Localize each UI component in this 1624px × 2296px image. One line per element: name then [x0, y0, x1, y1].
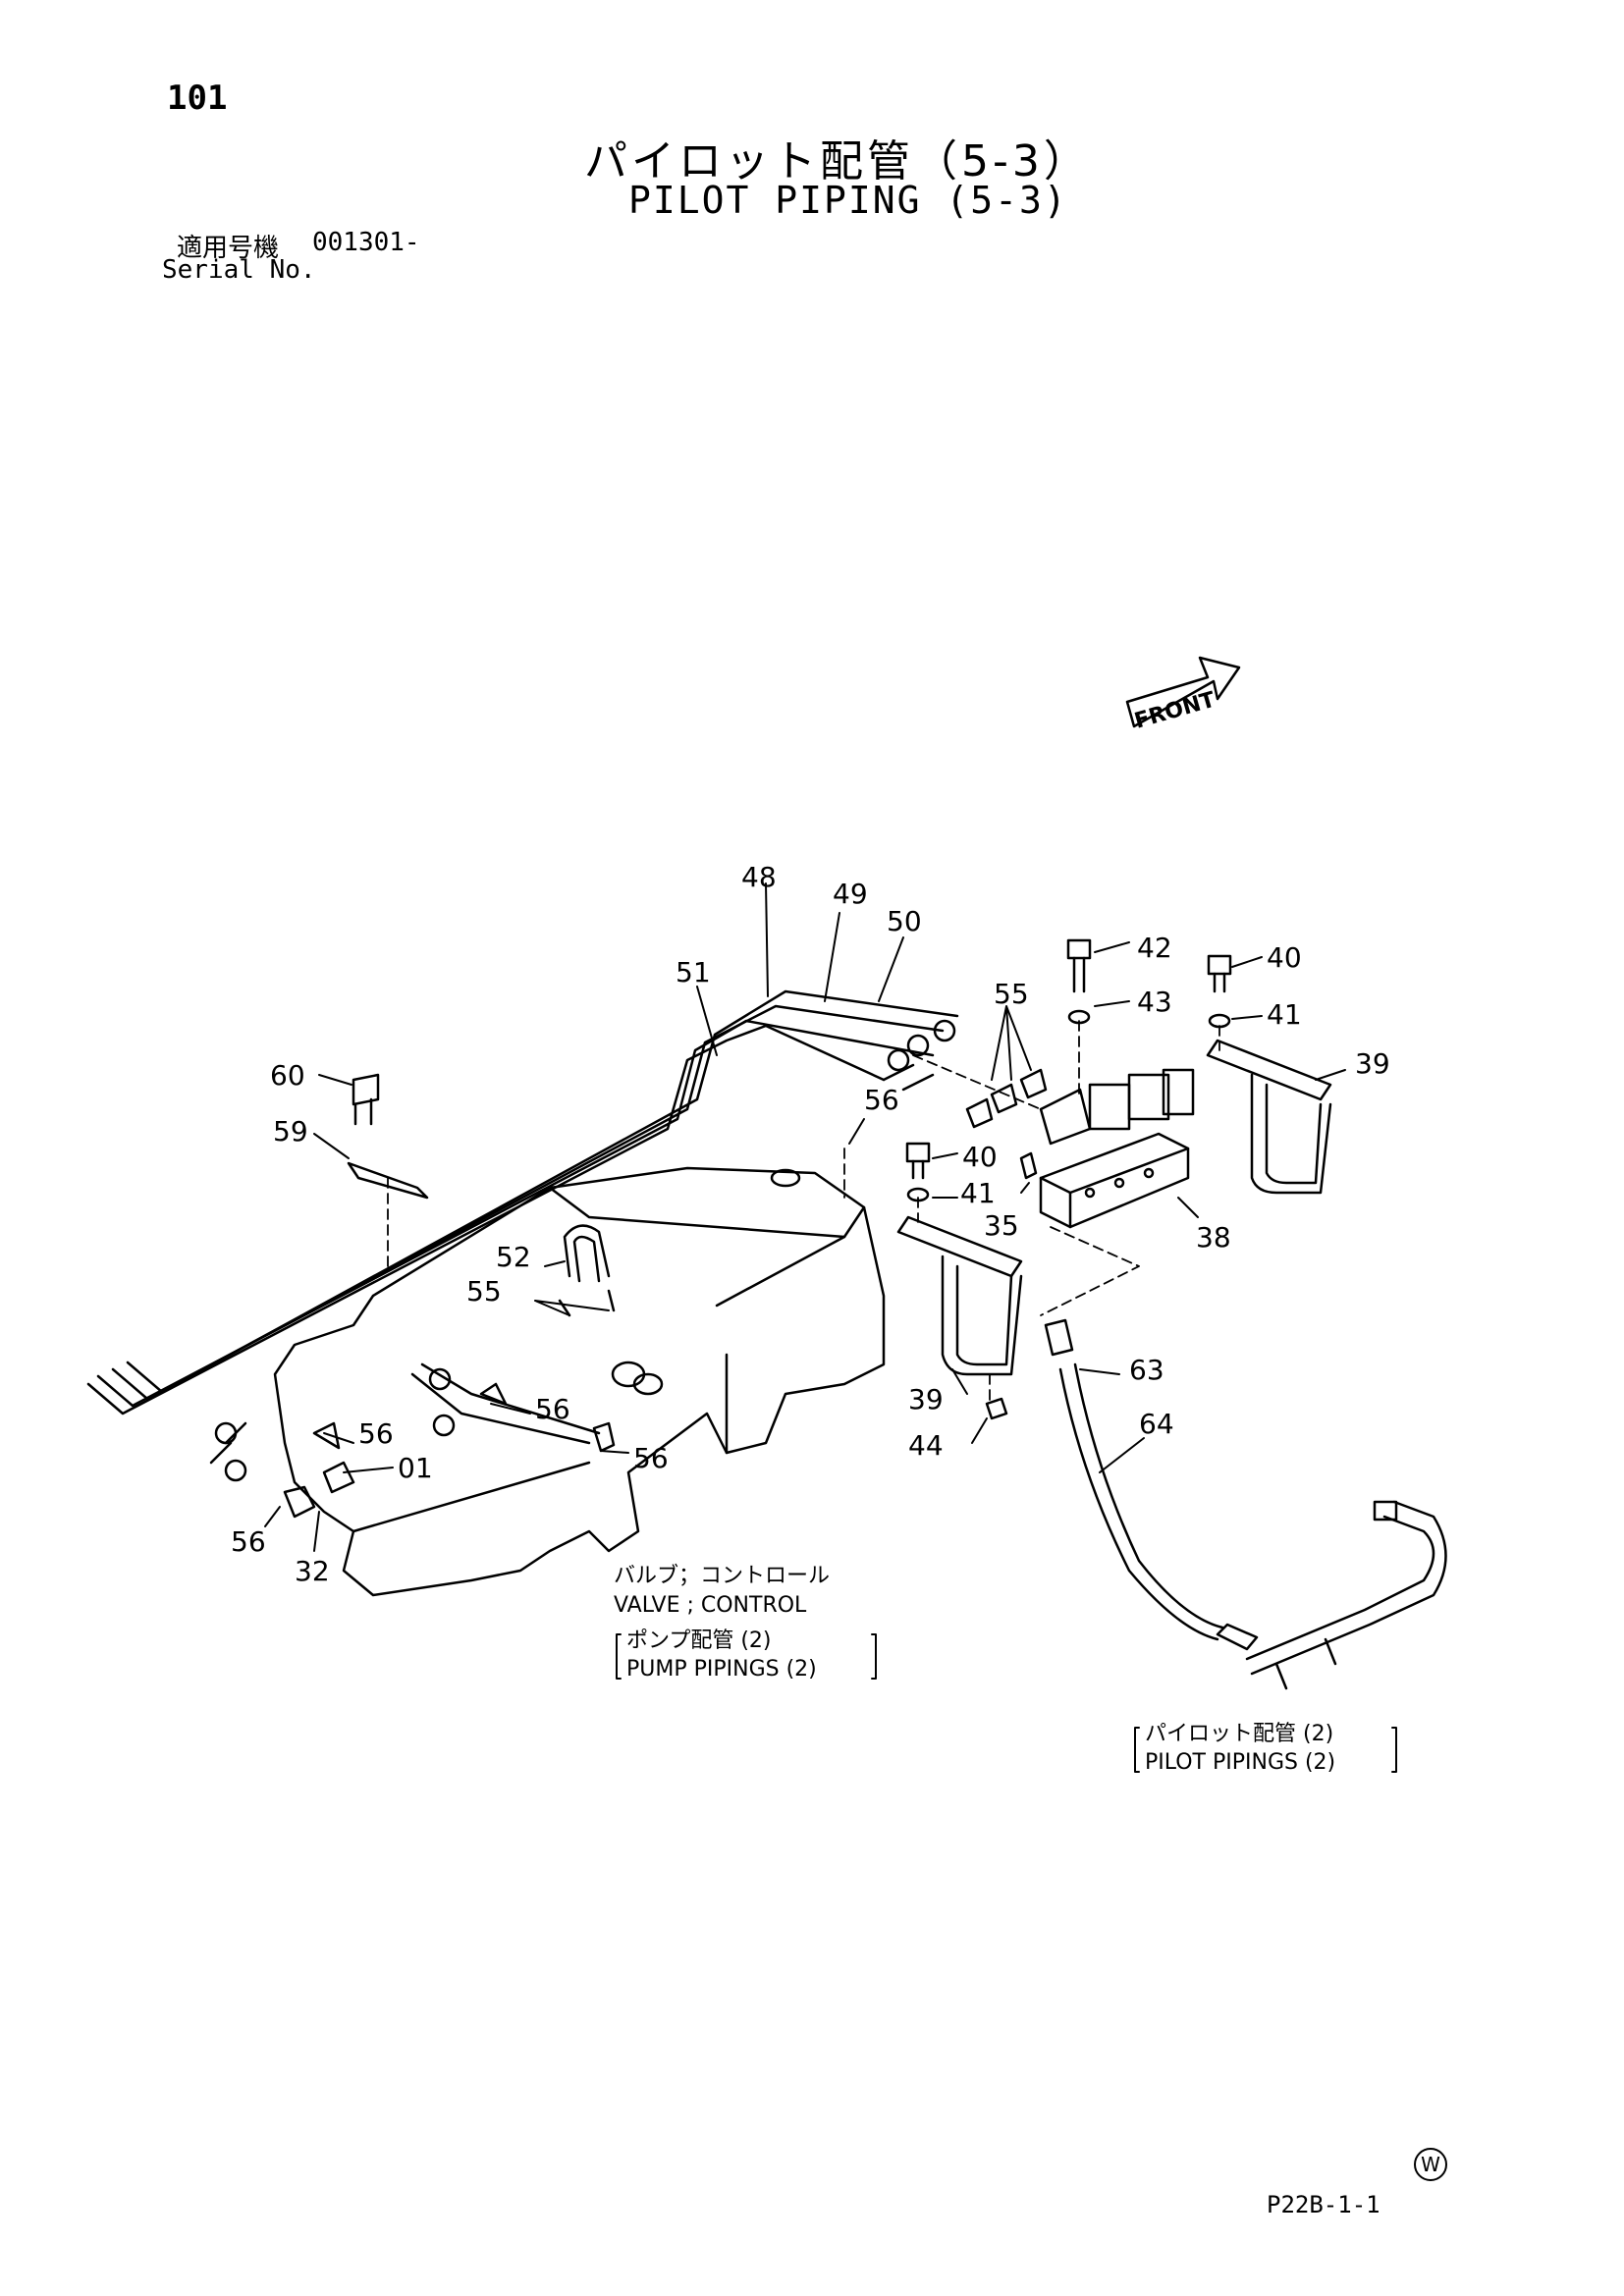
front-label: FRONT [1132, 688, 1218, 734]
callout-52: 52 [496, 1241, 531, 1273]
callout-56-a: 56 [358, 1417, 394, 1450]
note-pilot-jp: パイロット配管 (2) [1145, 1722, 1333, 1746]
note-valve-en: VALVE ; CONTROL [614, 1593, 807, 1618]
page-title-jp: パイロット配管（5-3） [584, 136, 1091, 187]
callout-41-right: 41 [1267, 998, 1302, 1031]
fittings-55 [882, 1019, 1048, 1129]
callout-56-top: 56 [864, 1084, 899, 1116]
callout-56-c: 56 [633, 1442, 669, 1474]
guide-lines [387, 1020, 1220, 1405]
left-fittings [214, 1289, 616, 1519]
page-code: P22B-1-1 [1267, 2191, 1380, 2218]
callout-01: 01 [398, 1452, 433, 1484]
notes: バルブ；コントロール VALVE ; CONTROL ポンプ配管 (2) PUM… [614, 1564, 1335, 1775]
callout-63: 63 [1129, 1354, 1164, 1386]
callout-labels: 48 49 50 51 55 42 40 43 41 39 60 56 59 4… [231, 861, 1390, 1587]
callout-42: 42 [1137, 932, 1172, 964]
note-brackets [616, 1633, 1397, 1773]
w-mark-icon: W [1414, 2148, 1447, 2181]
callout-51: 51 [676, 956, 711, 988]
callout-50: 50 [887, 905, 922, 937]
callout-55-left: 55 [466, 1275, 502, 1308]
note-valve-jp: バルブ；コントロール [614, 1564, 830, 1588]
callout-39-right: 39 [1355, 1047, 1390, 1080]
callout-64: 64 [1139, 1408, 1174, 1440]
callout-32: 32 [295, 1555, 330, 1587]
callout-39-left: 39 [908, 1383, 944, 1415]
leader-lines [264, 882, 1346, 1552]
serial-label-en: Serial No. [162, 255, 316, 285]
callout-60: 60 [270, 1059, 305, 1092]
serial-label-jp: 適用号機 [177, 234, 280, 263]
callout-59: 59 [273, 1115, 308, 1148]
note-pump-en: PUMP PIPINGS (2) [626, 1657, 817, 1682]
note-pilot-en: PILOT PIPINGS (2) [1145, 1750, 1335, 1775]
callout-44: 44 [908, 1429, 944, 1462]
control-valve-body [273, 1166, 886, 1597]
callout-55-top: 55 [994, 978, 1029, 1010]
callout-35: 35 [984, 1209, 1019, 1242]
pilot-pipes-bundle [86, 989, 959, 1465]
callout-43: 43 [1137, 986, 1172, 1018]
bracket-39-right [1206, 1039, 1332, 1195]
callout-41-left: 41 [960, 1177, 996, 1209]
callout-56-d: 56 [231, 1525, 266, 1558]
page-number: 101 [167, 79, 228, 118]
front-arrow-icon [1125, 656, 1241, 728]
callout-40-right: 40 [1267, 941, 1302, 974]
callout-56-b: 56 [535, 1393, 570, 1425]
callout-38: 38 [1196, 1221, 1231, 1254]
callout-48: 48 [741, 861, 777, 893]
u-pipe-52 [563, 1224, 611, 1278]
hose-64 [1058, 1362, 1447, 1690]
solenoid-valve-38 [1039, 1068, 1195, 1229]
page-title-en: PILOT PIPING (5-3) [628, 179, 1068, 222]
callout-49: 49 [833, 878, 868, 910]
bolts-washers [347, 938, 1232, 1420]
note-pump-jp: ポンプ配管 (2) [626, 1629, 772, 1653]
callout-40-left: 40 [962, 1141, 998, 1173]
serial-value: 001301- [312, 228, 420, 257]
